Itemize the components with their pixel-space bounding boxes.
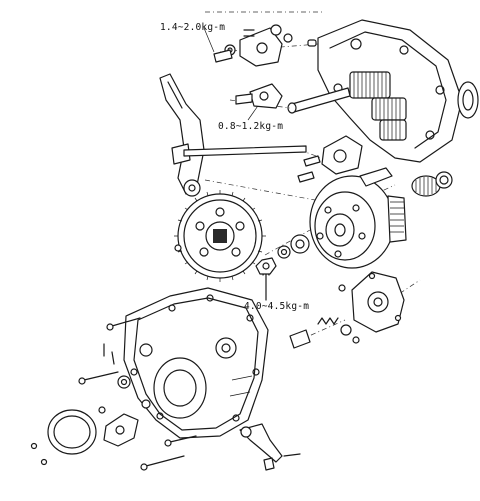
primary-driven-gear — [174, 190, 266, 282]
crankcase-cover — [123, 287, 269, 439]
oil-pump-parts — [297, 135, 453, 197]
torque-label-lower: 4.0~4.5kg-m — [244, 301, 310, 312]
clutch-assembly — [309, 175, 407, 269]
torque-label-upper: 1.4~2.0kg-m — [160, 22, 226, 33]
shift-arm — [235, 83, 283, 109]
crankcase-upper — [317, 19, 479, 163]
lower-lever-parts — [98, 406, 301, 471]
cover-bolts — [78, 317, 197, 471]
cover-cap — [30, 409, 97, 466]
main-shaft — [287, 87, 351, 114]
oil-filter-cover — [289, 271, 405, 349]
shift-cam-plate — [213, 24, 317, 67]
gearshift-lever — [159, 73, 307, 197]
torque-label-middle: 0.8~1.2kg-m — [218, 121, 284, 132]
clutch-nut-washer — [255, 234, 310, 275]
